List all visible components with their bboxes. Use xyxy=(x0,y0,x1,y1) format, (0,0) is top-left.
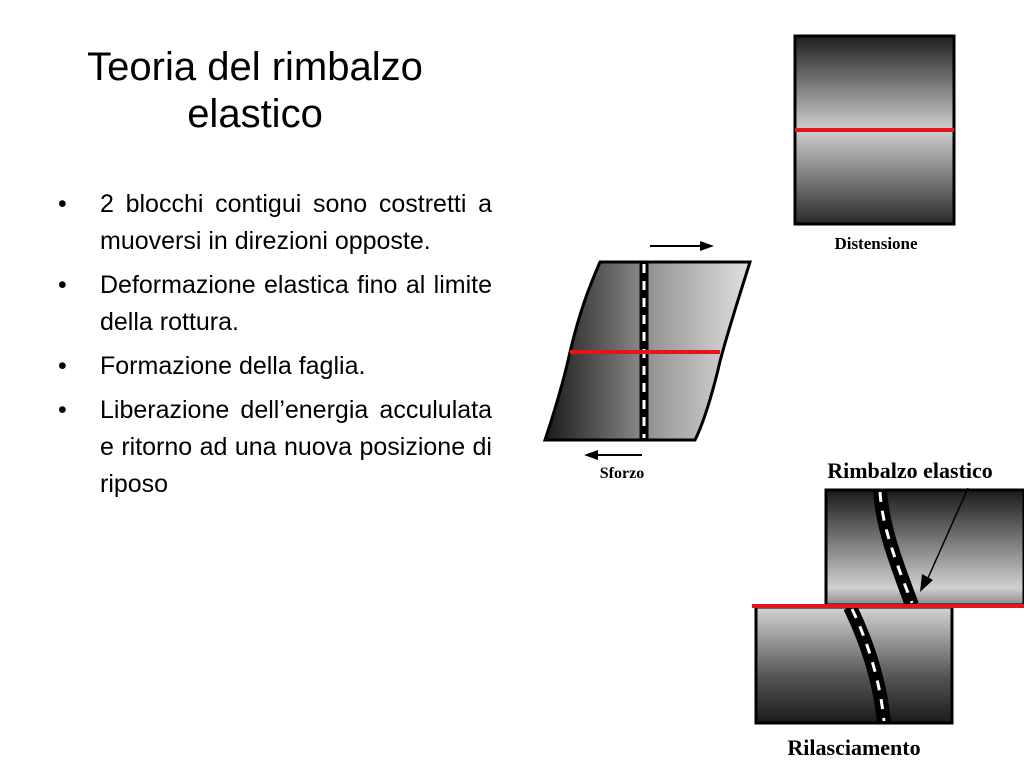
pointer-arrow-icon xyxy=(920,574,933,592)
rilasciamento-diagram: Rimbalzo elastico Rilasciamento xyxy=(752,458,1024,760)
bullet-item: • Formazione della faglia. xyxy=(58,348,492,385)
distensione-label: Distensione xyxy=(834,234,918,253)
lower-road-dashes xyxy=(850,608,886,722)
sforzo-label: Sforzo xyxy=(600,465,644,482)
upper-block xyxy=(824,488,1024,607)
bullet-item: • 2 blocchi contigui sono costretti a mu… xyxy=(58,186,492,260)
bullet-text: 2 blocchi contigui sono costretti a muov… xyxy=(100,190,492,255)
bullet-text: Liberazione dell’energia accululata e ri… xyxy=(100,396,492,498)
bullet-dot: • xyxy=(58,396,67,424)
distensione-diagram: Distensione xyxy=(793,34,956,253)
bullet-text: Formazione della faglia. xyxy=(100,352,366,380)
rilasciamento-label: Rilasciamento xyxy=(787,735,920,760)
rimbalzo-label: Rimbalzo elastico xyxy=(827,458,993,483)
bullet-item: • Deformazione elastica fino al limite d… xyxy=(58,267,492,341)
bullet-list: • 2 blocchi contigui sono costretti a mu… xyxy=(58,186,492,510)
pointer-arrow-line xyxy=(927,487,969,579)
arrow-left-icon xyxy=(584,450,598,460)
bullet-item: • Liberazione dell’energia accululata e … xyxy=(58,392,492,503)
bullet-dot: • xyxy=(58,190,67,218)
sforzo-diagram: Sforzo xyxy=(542,241,753,482)
bullet-text: Deformazione elastica fino al limite del… xyxy=(100,271,492,336)
arrow-right-icon xyxy=(700,241,714,251)
bullet-dot: • xyxy=(58,271,67,299)
slide-title-line2: elastico xyxy=(187,92,323,136)
upper-road-dashes xyxy=(878,491,914,604)
bullet-dot: • xyxy=(58,352,67,380)
slide-title-line1: Teoria del rimbalzo xyxy=(87,45,423,89)
slide-title: Teoria del rimbalzo elastico xyxy=(40,44,470,138)
